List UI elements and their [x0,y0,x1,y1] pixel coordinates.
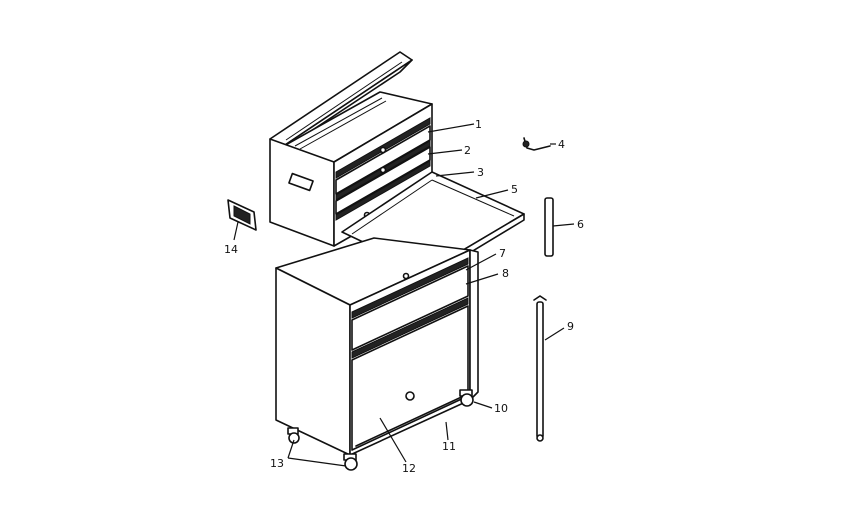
caster [459,389,474,407]
lock-bar-part [544,197,554,257]
callout-14: 14 [224,243,238,256]
callout-2: 2 [464,144,471,157]
callout-10: 10 [494,402,508,415]
callout-6: 6 [577,218,584,231]
caster [287,427,300,444]
callout-9: 9 [567,320,574,333]
callout-13: 13 [270,457,284,470]
side-handle-part [227,199,257,231]
callout-5: 5 [511,183,518,196]
callout-labels: 1 2 3 4 5 6 7 8 9 10 11 12 13 14 [224,118,584,475]
leader-lines [233,123,575,467]
callout-1: 1 [475,118,482,131]
callout-12: 12 [402,462,416,475]
key-part [522,137,551,151]
callout-7: 7 [499,247,506,260]
top-chest [269,51,433,247]
caster [343,453,358,471]
callout-3: 3 [477,166,484,179]
callout-4: 4 [558,138,565,151]
callout-8: 8 [502,267,509,280]
lock-rod-part [533,295,547,442]
base-cabinet [275,237,479,471]
callout-11: 11 [442,440,456,453]
